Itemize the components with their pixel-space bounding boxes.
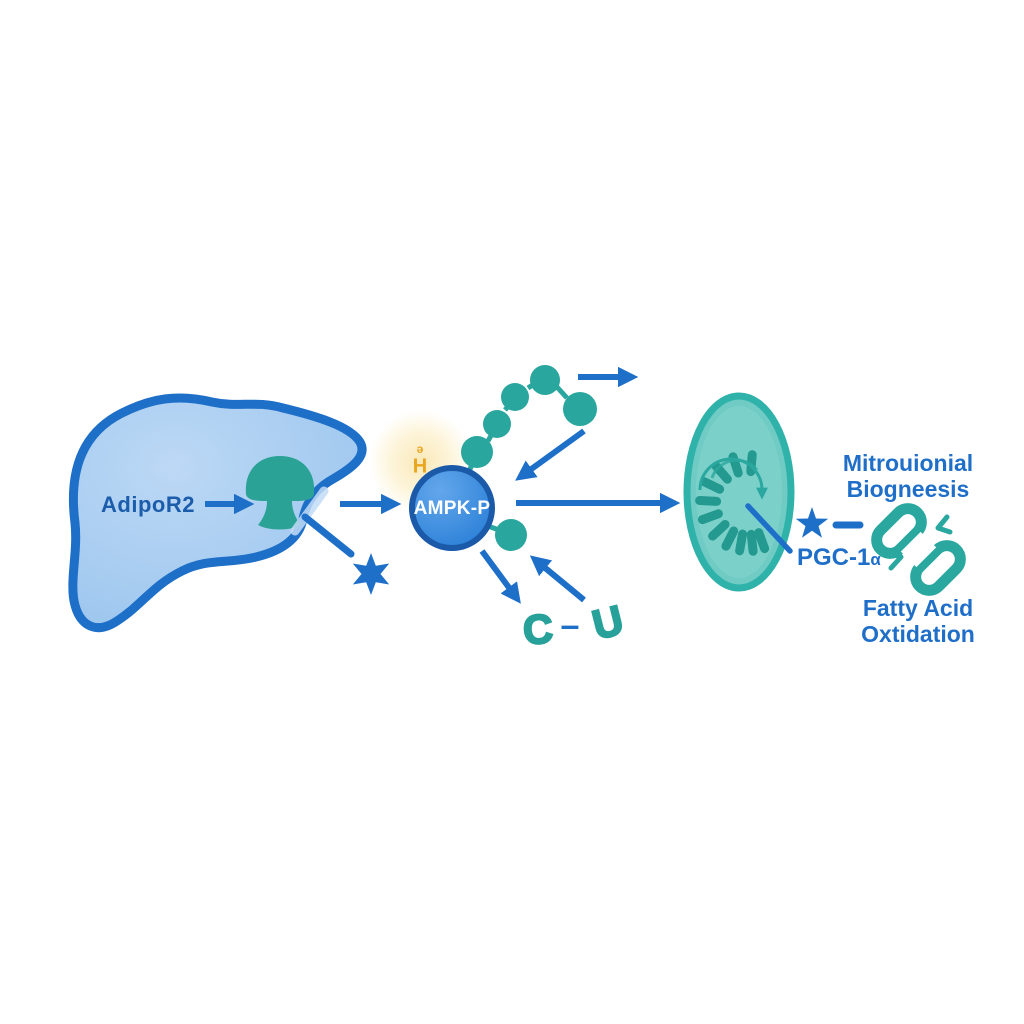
chain-return-arrow xyxy=(515,428,586,481)
mito-to-pgc1-line xyxy=(745,503,793,554)
metabolite-feedback-arrow xyxy=(529,555,586,603)
oxidation-line2: Oxtidation xyxy=(861,621,975,648)
metabolite-bond-dash: – xyxy=(560,606,580,645)
cell-blob xyxy=(68,393,367,633)
mito-cristae xyxy=(695,450,770,556)
pgc1-alpha: α xyxy=(870,550,881,569)
biogenesis-line1: Mitrouionial xyxy=(842,450,974,476)
pgc1-label-text: PGC-1 xyxy=(797,544,871,571)
biogenesis-line2: Biogneesis xyxy=(846,476,970,503)
five-point-star-icon xyxy=(795,507,829,538)
receptor-label: AdipoR2 xyxy=(101,492,195,517)
mushroom-receptor-icon xyxy=(245,456,315,530)
oxidation-label: Fatty Acid Oxtidation xyxy=(861,595,975,648)
six-point-star-icon xyxy=(352,553,390,595)
ampk-kinase-circle xyxy=(409,465,495,551)
biogenesis-label: Mitrouionial Biogneesis xyxy=(843,450,973,503)
broken-chain-link-icon xyxy=(871,503,966,596)
mitochondrion-icon xyxy=(683,392,795,592)
metabolite-c-label: C xyxy=(520,604,555,654)
energy-superscript-label: ə xyxy=(416,442,424,457)
receptor-activation-line xyxy=(301,513,355,558)
mito-cycle-arrow xyxy=(698,457,768,500)
energy-label: H xyxy=(412,455,428,478)
ampk-output-arrow xyxy=(479,549,521,604)
pgc1-label: PGC-1α xyxy=(797,544,881,572)
substrate-chain-beads xyxy=(461,365,597,551)
kinase-label: AMPK-P xyxy=(413,498,491,520)
membrane-highlight xyxy=(290,486,329,536)
oxidation-line1: Fatty Acid xyxy=(862,595,974,621)
